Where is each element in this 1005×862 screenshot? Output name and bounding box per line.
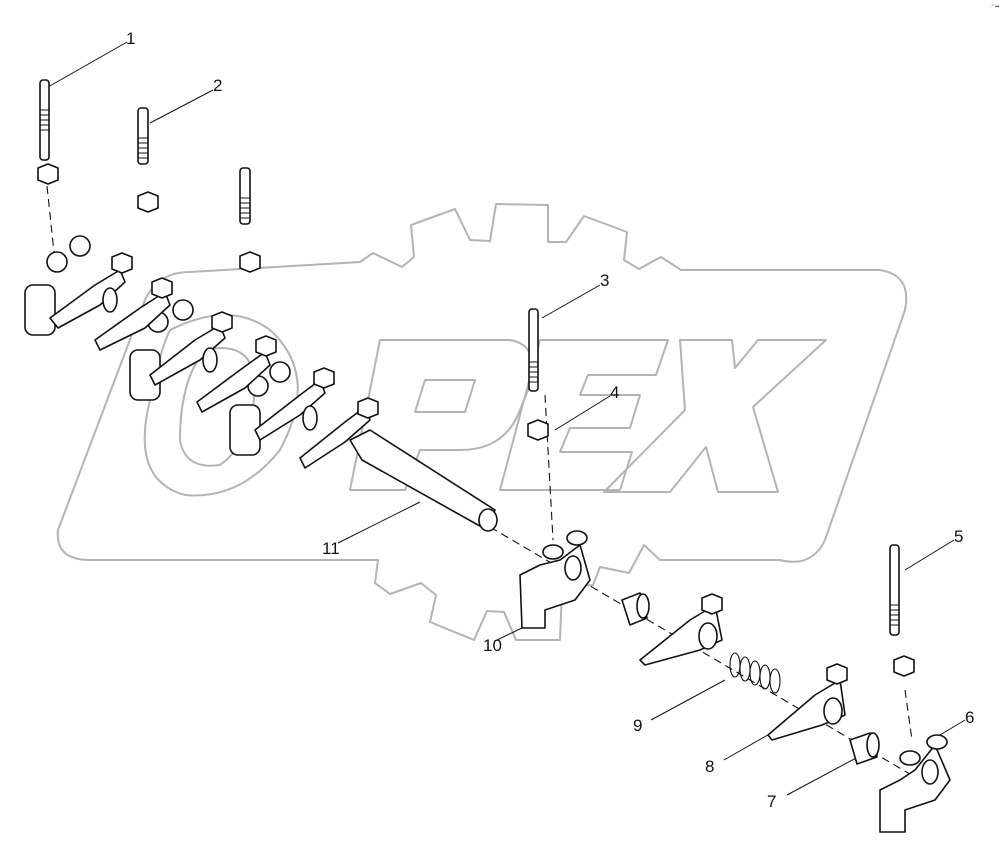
leader-lines [47,41,966,796]
stud-3 [528,308,539,392]
spring [729,652,781,694]
callout-6: 6 [965,708,975,727]
stud-1 [39,79,50,161]
watermark-logo [56,203,908,641]
assembly-axes [46,185,921,781]
callout-11: 11 [322,539,340,558]
corner-mark: ↗ ▬ [990,3,999,8]
center-bracket [519,530,591,629]
callout-3: 3 [600,271,610,290]
nuts [37,163,915,677]
callout-8: 8 [705,757,715,776]
rocker-arms-right [639,593,848,741]
spacer-rings [621,592,880,765]
callout-2: 2 [213,76,223,95]
stud-2b [239,167,251,225]
callout-9: 9 [633,716,643,735]
callout-7: 7 [767,792,777,811]
rocker-shaft-assembly [24,235,498,532]
end-bracket [879,734,951,833]
stud-5 [889,544,900,636]
callout-10: 10 [483,636,502,655]
callout-1: 1 [126,29,136,48]
callout-5: 5 [954,527,964,546]
callout-4: 4 [610,383,620,402]
stud-2 [137,107,149,165]
